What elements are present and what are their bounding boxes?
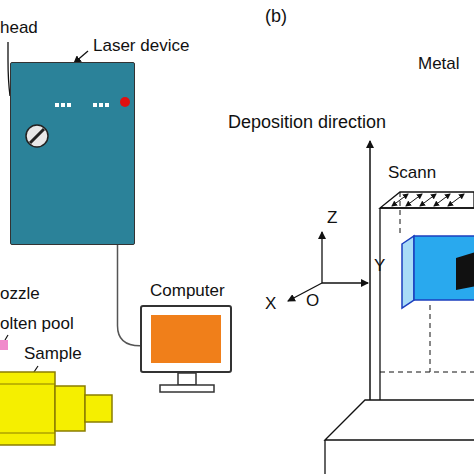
device-controls	[11, 63, 134, 244]
wall-edge	[379, 208, 380, 400]
scan-arrow	[406, 194, 422, 206]
cable	[118, 245, 141, 346]
wall-edge	[380, 207, 474, 208]
label: olten pool	[0, 314, 74, 334]
label: Deposition direction	[228, 112, 386, 132]
monitor-base	[160, 385, 214, 392]
label: Z	[327, 208, 337, 228]
label: ozzle	[0, 284, 40, 304]
substrate-top	[325, 400, 474, 440]
block-side	[402, 236, 414, 308]
deposition-arrow	[369, 141, 371, 400]
label: Scann	[388, 163, 436, 183]
sample-edge	[0, 433, 55, 434]
block-insert	[456, 252, 474, 290]
scan-arrow	[448, 194, 464, 206]
y-axis	[322, 282, 368, 283]
label: O	[306, 291, 319, 311]
label: (b)	[265, 6, 287, 26]
sample-step	[55, 386, 85, 431]
scan-arrows	[392, 194, 464, 206]
node-heading: Laser device	[93, 36, 189, 56]
label: Y	[374, 256, 385, 276]
node-heading: Computer	[150, 281, 225, 301]
sample-edge	[0, 384, 55, 385]
molten-pool	[0, 340, 8, 350]
substrate-edge	[324, 440, 325, 474]
wall-top	[380, 192, 474, 208]
scan-arrow	[420, 194, 436, 206]
sample-body	[0, 372, 55, 445]
laser-device-box: Laser device	[10, 62, 135, 245]
label: Metal	[418, 54, 460, 74]
z-axis	[321, 232, 322, 283]
label: Sample	[24, 344, 82, 364]
computer-monitor: Computer	[140, 305, 232, 373]
hidden-edge	[380, 372, 474, 373]
hidden-edge	[430, 305, 431, 372]
scan-arrow	[434, 194, 450, 206]
monitor-neck	[178, 373, 196, 385]
monitor-screen	[142, 307, 230, 371]
block-front	[414, 236, 474, 300]
leader-line	[5, 335, 8, 340]
hidden-edge	[400, 192, 401, 235]
label: head	[0, 18, 38, 38]
sample-tip	[85, 395, 112, 422]
label: X	[265, 294, 276, 314]
